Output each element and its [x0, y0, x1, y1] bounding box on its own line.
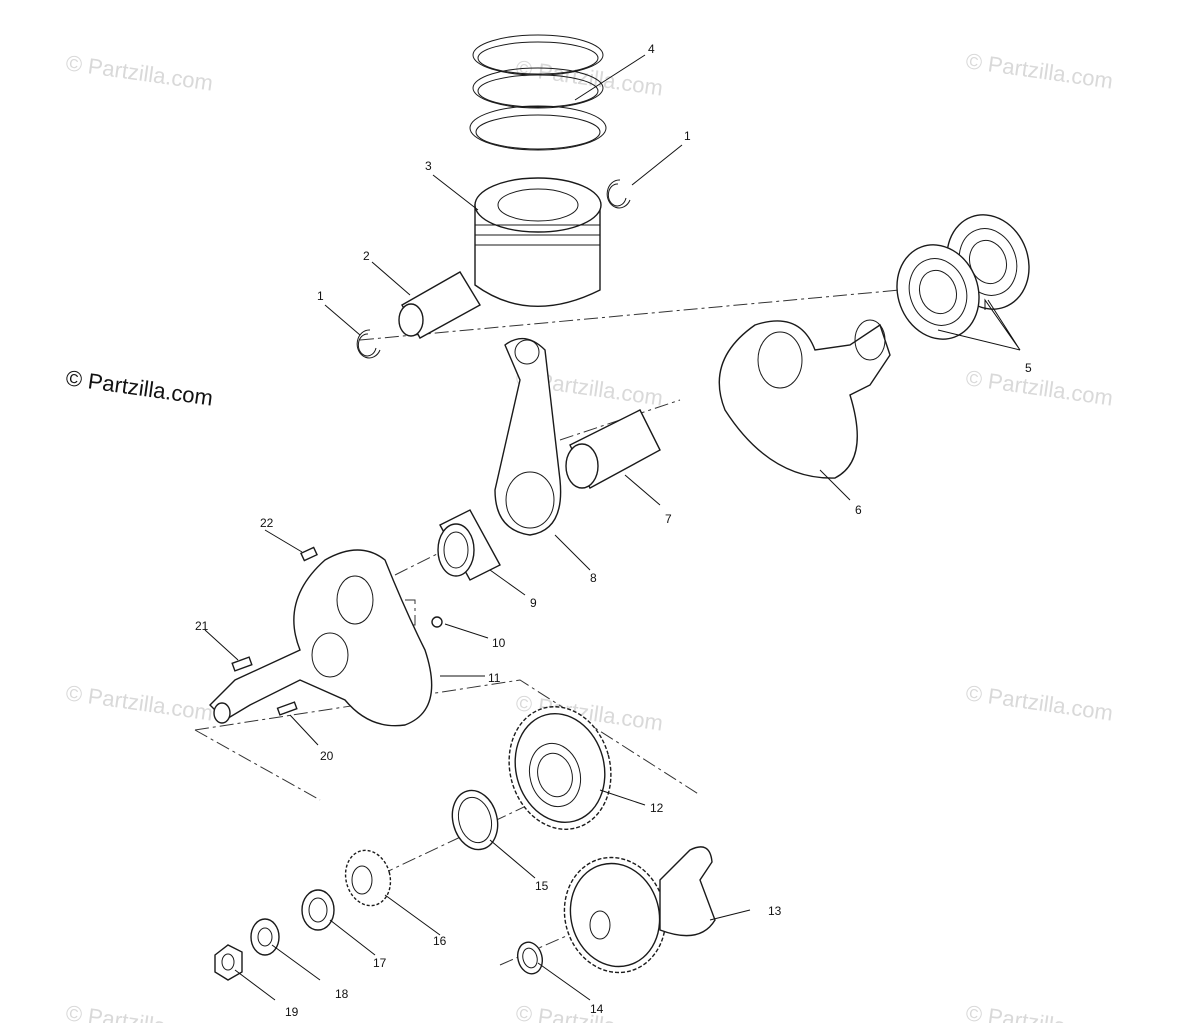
- small-washer: [516, 941, 544, 975]
- callout-14: 14: [590, 1002, 604, 1016]
- slotted-nut: [301, 889, 335, 931]
- piston-rings: [469, 34, 607, 151]
- circlip: [606, 179, 631, 209]
- sprocket: [344, 849, 392, 907]
- callout-5: 5: [1025, 361, 1032, 375]
- watermark-text: © Partzilla.com: [964, 680, 1114, 725]
- watermark-text: © Partzilla.com: [64, 680, 214, 725]
- callout-18: 18: [335, 987, 349, 1001]
- callout-2: 2: [363, 249, 370, 263]
- callout-12: 12: [650, 801, 664, 815]
- connecting-rod: [494, 337, 562, 536]
- watermark-text: © Partzilla.com: [964, 1000, 1114, 1023]
- callout-21: 21: [195, 619, 209, 633]
- callout-11: 11: [488, 671, 501, 685]
- callout-10: 10: [492, 636, 506, 650]
- callout-22: 22: [260, 516, 274, 530]
- callout-15: 15: [535, 879, 549, 893]
- woodruff-key-21: [231, 656, 253, 672]
- needle-bearing: [437, 509, 501, 581]
- watermark-text: © Partzilla.com: [964, 48, 1114, 93]
- watermark-text: © Partzilla.com: [64, 50, 214, 95]
- drive-gear: [508, 706, 612, 830]
- crankshaft-half-right: [718, 319, 891, 479]
- callout-13: 13: [768, 904, 782, 918]
- callout-4: 4: [648, 42, 655, 56]
- piston-pin: [398, 271, 481, 339]
- dowel-22: [300, 546, 318, 562]
- pin-20: [276, 701, 298, 716]
- piston: [474, 177, 602, 307]
- thrust-washer: [451, 789, 499, 851]
- main-bearings: [896, 214, 1030, 340]
- callout-1: 1: [317, 289, 324, 303]
- callout-1: 1: [684, 129, 691, 143]
- watermark-text: © Partzilla.com: [64, 1000, 214, 1023]
- callout-numbers: 4 1 3 2 1 5 6 7 8 9 22 10 21 11 20 12 15…: [195, 42, 1032, 1019]
- callout-7: 7: [665, 512, 672, 526]
- crankshaft-half-left: [209, 549, 433, 727]
- callout-6: 6: [855, 503, 862, 517]
- leader-lines: [204, 54, 1021, 1001]
- hex-nut: [214, 944, 243, 981]
- callout-3: 3: [425, 159, 432, 173]
- watermark-text: © Partzilla.com: [514, 55, 664, 100]
- callout-17: 17: [373, 956, 387, 970]
- crank-pin: [565, 409, 661, 489]
- watermark-main: © Partzilla.com: [64, 365, 214, 410]
- callout-19: 19: [285, 1005, 299, 1019]
- callout-8: 8: [590, 571, 597, 585]
- callout-20: 20: [320, 749, 334, 763]
- callout-16: 16: [433, 934, 447, 948]
- balancer-shaft: [563, 846, 716, 974]
- callout-9: 9: [530, 596, 537, 610]
- ball-10: [431, 616, 443, 628]
- circlip: [356, 329, 381, 359]
- watermark-text: © Partzilla.com: [964, 365, 1114, 410]
- washer: [250, 918, 280, 956]
